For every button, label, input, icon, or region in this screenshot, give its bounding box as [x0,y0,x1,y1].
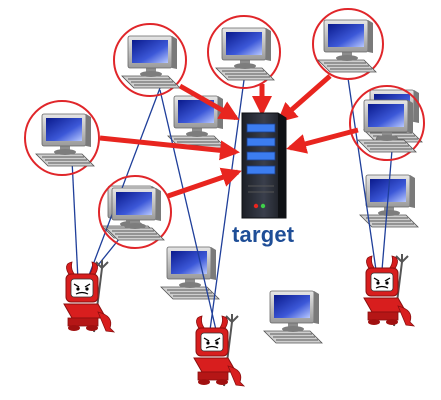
devil-attacker-icon [63,259,115,333]
control-link-5 [159,89,217,331]
compromised-circle-2 [207,15,281,89]
compromised-circle-3 [312,8,384,80]
control-links [71,77,393,331]
compromised-circle-1 [113,23,187,97]
attack-arrow-4 [99,135,240,161]
compromised-circles [24,8,425,249]
attack-arrow-1 [178,83,240,121]
benign-computer-4 [263,290,323,344]
attack-arrow-6 [167,167,242,199]
benign-computer-3 [160,246,220,300]
compromised-computer-4 [35,113,95,167]
attack-arrow-5 [286,127,359,154]
control-link-4 [209,79,245,331]
compromised-circle-5 [349,85,425,161]
control-link-1 [71,159,79,281]
compromised-computer-2 [215,27,275,81]
control-link-3 [87,87,161,279]
compromised-computer-6 [105,187,165,241]
compromised-circle-4 [24,100,100,176]
compromised-circle-6 [98,175,172,249]
attack-arrows [99,74,359,199]
compromised-computer-1 [121,35,181,89]
target-label: target [232,222,295,247]
compromised-computer-3 [317,19,377,73]
benign-computer-1 [167,95,227,149]
server-tower-icon [241,112,287,219]
devil-attacker-icon [193,313,245,387]
devil-attacker-icon [363,253,415,327]
attack-arrow-3 [276,74,332,123]
control-link-7 [381,149,393,271]
compromised-computer-5 [357,99,417,153]
